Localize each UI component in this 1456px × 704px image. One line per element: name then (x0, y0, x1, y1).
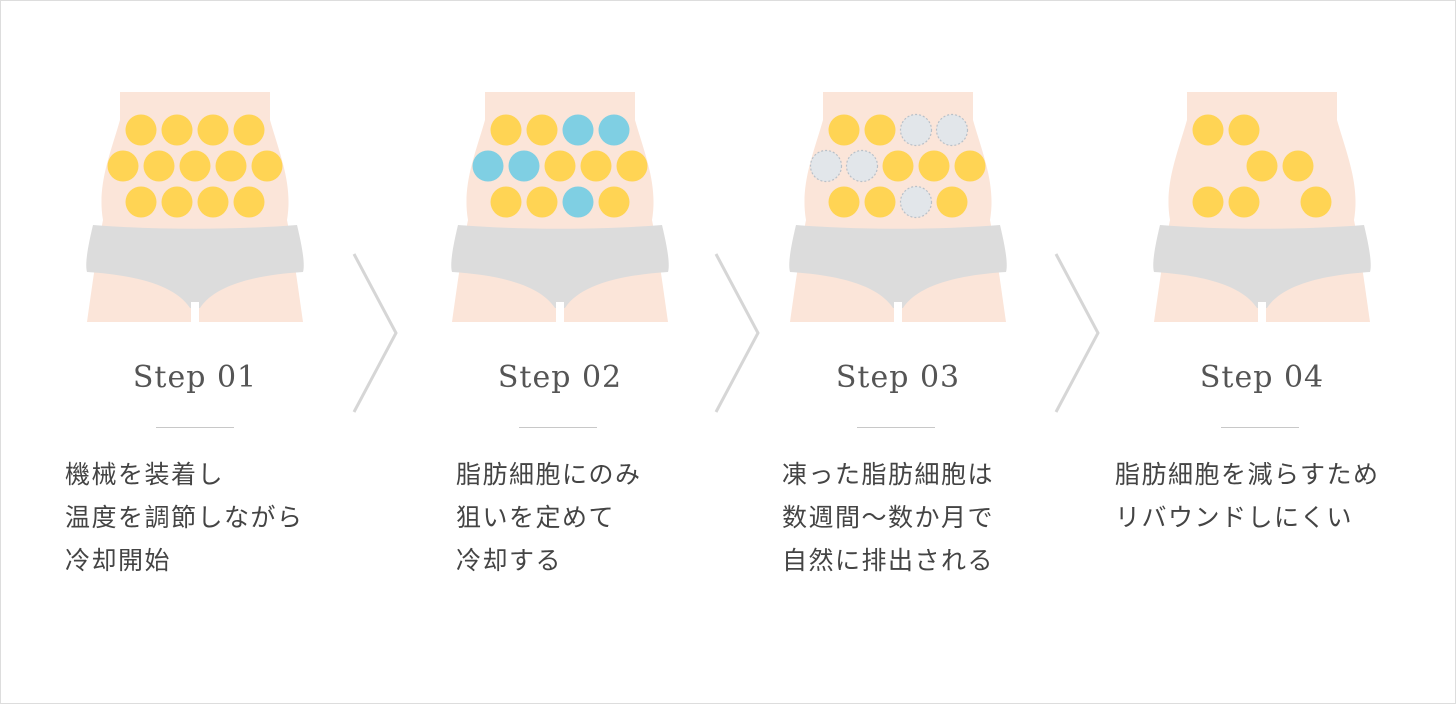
underwear-shape (1153, 225, 1371, 308)
torso-illustration (789, 92, 1007, 325)
fat-cell (251, 150, 283, 182)
torso-illustration (1153, 92, 1371, 325)
description-line: 自然に排出される (782, 546, 995, 575)
frozen-fat-cell (845, 149, 879, 183)
torso-illustration (86, 92, 304, 325)
fat-cell (1246, 150, 1278, 182)
step-title: Step 02 (497, 360, 623, 395)
chevron-right-icon (1054, 253, 1100, 413)
torso-illustration (451, 92, 669, 325)
cooled-fat-cell (598, 114, 630, 146)
underwear-shape (86, 225, 304, 308)
step-description: 脂肪細胞を減らすため リバウンドしにくい (1115, 453, 1380, 539)
fat-cell (598, 186, 630, 218)
fat-cell (882, 150, 914, 182)
fat-cell (1192, 114, 1224, 146)
fat-cell (954, 150, 986, 182)
fat-cell (828, 114, 860, 146)
underwear-shape (451, 225, 669, 308)
fat-cell (233, 186, 265, 218)
cooled-fat-cell (562, 186, 594, 218)
description-line: 冷却する (456, 546, 563, 575)
fat-cell (197, 114, 229, 146)
leg-gap (191, 302, 199, 325)
fat-cell (864, 186, 896, 218)
fat-cell (1192, 186, 1224, 218)
step-2: Step 02 脂肪細胞にのみ 狙いを定めて 冷却する (440, 0, 770, 702)
fat-cell (490, 186, 522, 218)
fat-cell (161, 114, 193, 146)
leg-gap (894, 302, 902, 325)
chevron-right-icon (714, 253, 760, 413)
description-line: 脂肪細胞を減らすため (1115, 460, 1380, 489)
step-1: Step 01 機械を装着し 温度を調節しながら 冷却開始 (65, 0, 405, 702)
fat-cell (828, 186, 860, 218)
description-line: 凍った脂肪細胞は (782, 460, 995, 489)
cooled-fat-cell (562, 114, 594, 146)
description-line: 冷却開始 (65, 546, 172, 575)
fat-cell (526, 114, 558, 146)
fat-cell (864, 114, 896, 146)
fat-cell (125, 186, 157, 218)
description-line: 機械を装着し (65, 460, 225, 489)
fat-cell (1228, 186, 1260, 218)
fat-cell (215, 150, 247, 182)
description-line: 狙いを定めて (456, 503, 616, 532)
underwear-shape (789, 225, 1007, 308)
fat-cell (1282, 150, 1314, 182)
description-line: 脂肪細胞にのみ (456, 460, 642, 489)
description-line: リバウンドしにくい (1115, 503, 1354, 532)
frozen-fat-cell (899, 113, 933, 147)
description-line: 数週間〜数か月で (782, 503, 995, 532)
fat-cell (1300, 186, 1332, 218)
fat-cell (544, 150, 576, 182)
fat-cell (161, 186, 193, 218)
divider (156, 427, 234, 428)
step-description: 凍った脂肪細胞は 数週間〜数か月で 自然に排出される (782, 453, 994, 582)
fat-cell (526, 186, 558, 218)
step-description: 脂肪細胞にのみ 狙いを定めて 冷却する (456, 453, 642, 582)
step-title: Step 03 (835, 360, 961, 395)
description-line: 温度を調節しながら (65, 503, 304, 532)
step-3: Step 03 凍った脂肪細胞は 数週間〜数か月で 自然に排出される (778, 0, 1108, 702)
divider (519, 427, 597, 428)
fat-cell (143, 150, 175, 182)
fat-cell (125, 114, 157, 146)
frozen-fat-cell (809, 149, 843, 183)
leg-gap (556, 302, 564, 325)
step-title: Step 01 (132, 360, 258, 395)
frozen-fat-cell (899, 185, 933, 219)
fat-cell (1228, 114, 1260, 146)
leg-gap (1258, 302, 1266, 325)
fat-cell (490, 114, 522, 146)
divider (1221, 427, 1299, 428)
cooled-fat-cell (472, 150, 504, 182)
fat-cell (107, 150, 139, 182)
divider (857, 427, 935, 428)
chevron-right-icon (352, 253, 398, 413)
fat-cell (197, 186, 229, 218)
fat-cell (179, 150, 211, 182)
fat-cell (616, 150, 648, 182)
step-description: 機械を装着し 温度を調節しながら 冷却開始 (65, 453, 304, 582)
fat-cell (936, 186, 968, 218)
fat-cell (580, 150, 612, 182)
fat-cell (918, 150, 950, 182)
step-title: Step 04 (1199, 360, 1325, 395)
fat-cell (233, 114, 265, 146)
step-4: Step 04 脂肪細胞を減らすため リバウンドしにくい (1115, 0, 1456, 702)
frozen-fat-cell (935, 113, 969, 147)
cooled-fat-cell (508, 150, 540, 182)
